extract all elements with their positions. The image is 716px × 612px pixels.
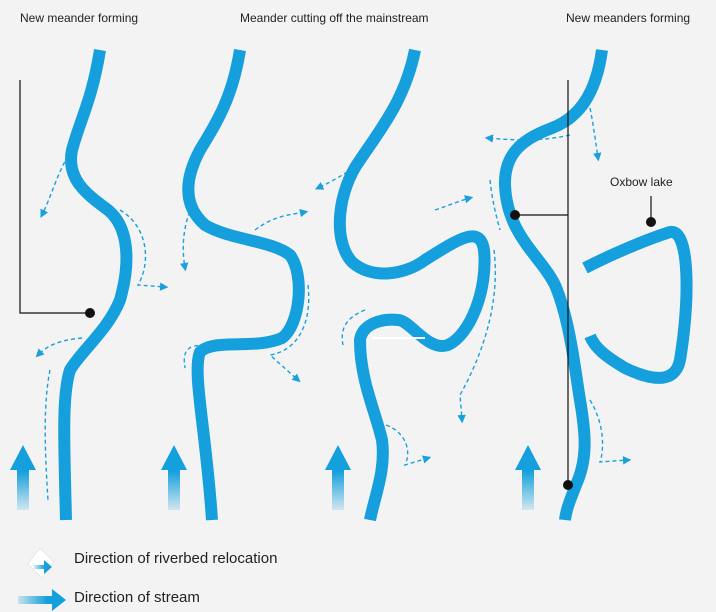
river-1: [64, 50, 126, 520]
stream-arrow-2: [161, 445, 187, 510]
relocation-path-1c: [38, 338, 82, 355]
relocation-path-4d: [590, 400, 628, 462]
stage1-label: New meander forming: [20, 11, 138, 25]
legend-stream-icon: [18, 589, 66, 611]
relocation-path-3e: [386, 425, 428, 465]
stream-arrow-3: [325, 445, 351, 510]
relocation-path-2b: [255, 212, 305, 230]
river-3: [340, 50, 485, 520]
stage3-label: New meanders forming: [566, 11, 690, 25]
leader-dot-1: [85, 308, 95, 318]
legend-relocation-text: Direction of riverbed relocation: [74, 550, 277, 567]
oxbow-label: Oxbow lake: [610, 175, 673, 189]
oxbow-lake: [585, 232, 687, 378]
river-2: [188, 50, 299, 520]
relocation-path-4c: [490, 180, 500, 230]
stream-arrow-4: [515, 445, 541, 510]
legend-stream-text: Direction of stream: [74, 589, 200, 606]
stream-arrow-1: [10, 445, 36, 510]
legend-relocation-icon: [28, 548, 54, 578]
relocation-path-1d: [45, 370, 50, 500]
stage2-label: Meander cutting off the mainstream: [240, 11, 429, 25]
leader-dot-4b: [563, 480, 573, 490]
leader-dot-4a: [510, 210, 520, 220]
relocation-path-3b: [435, 198, 470, 210]
relocation-path-4b: [590, 108, 598, 158]
river-4: [505, 50, 602, 520]
oxbow-dot: [646, 217, 656, 227]
